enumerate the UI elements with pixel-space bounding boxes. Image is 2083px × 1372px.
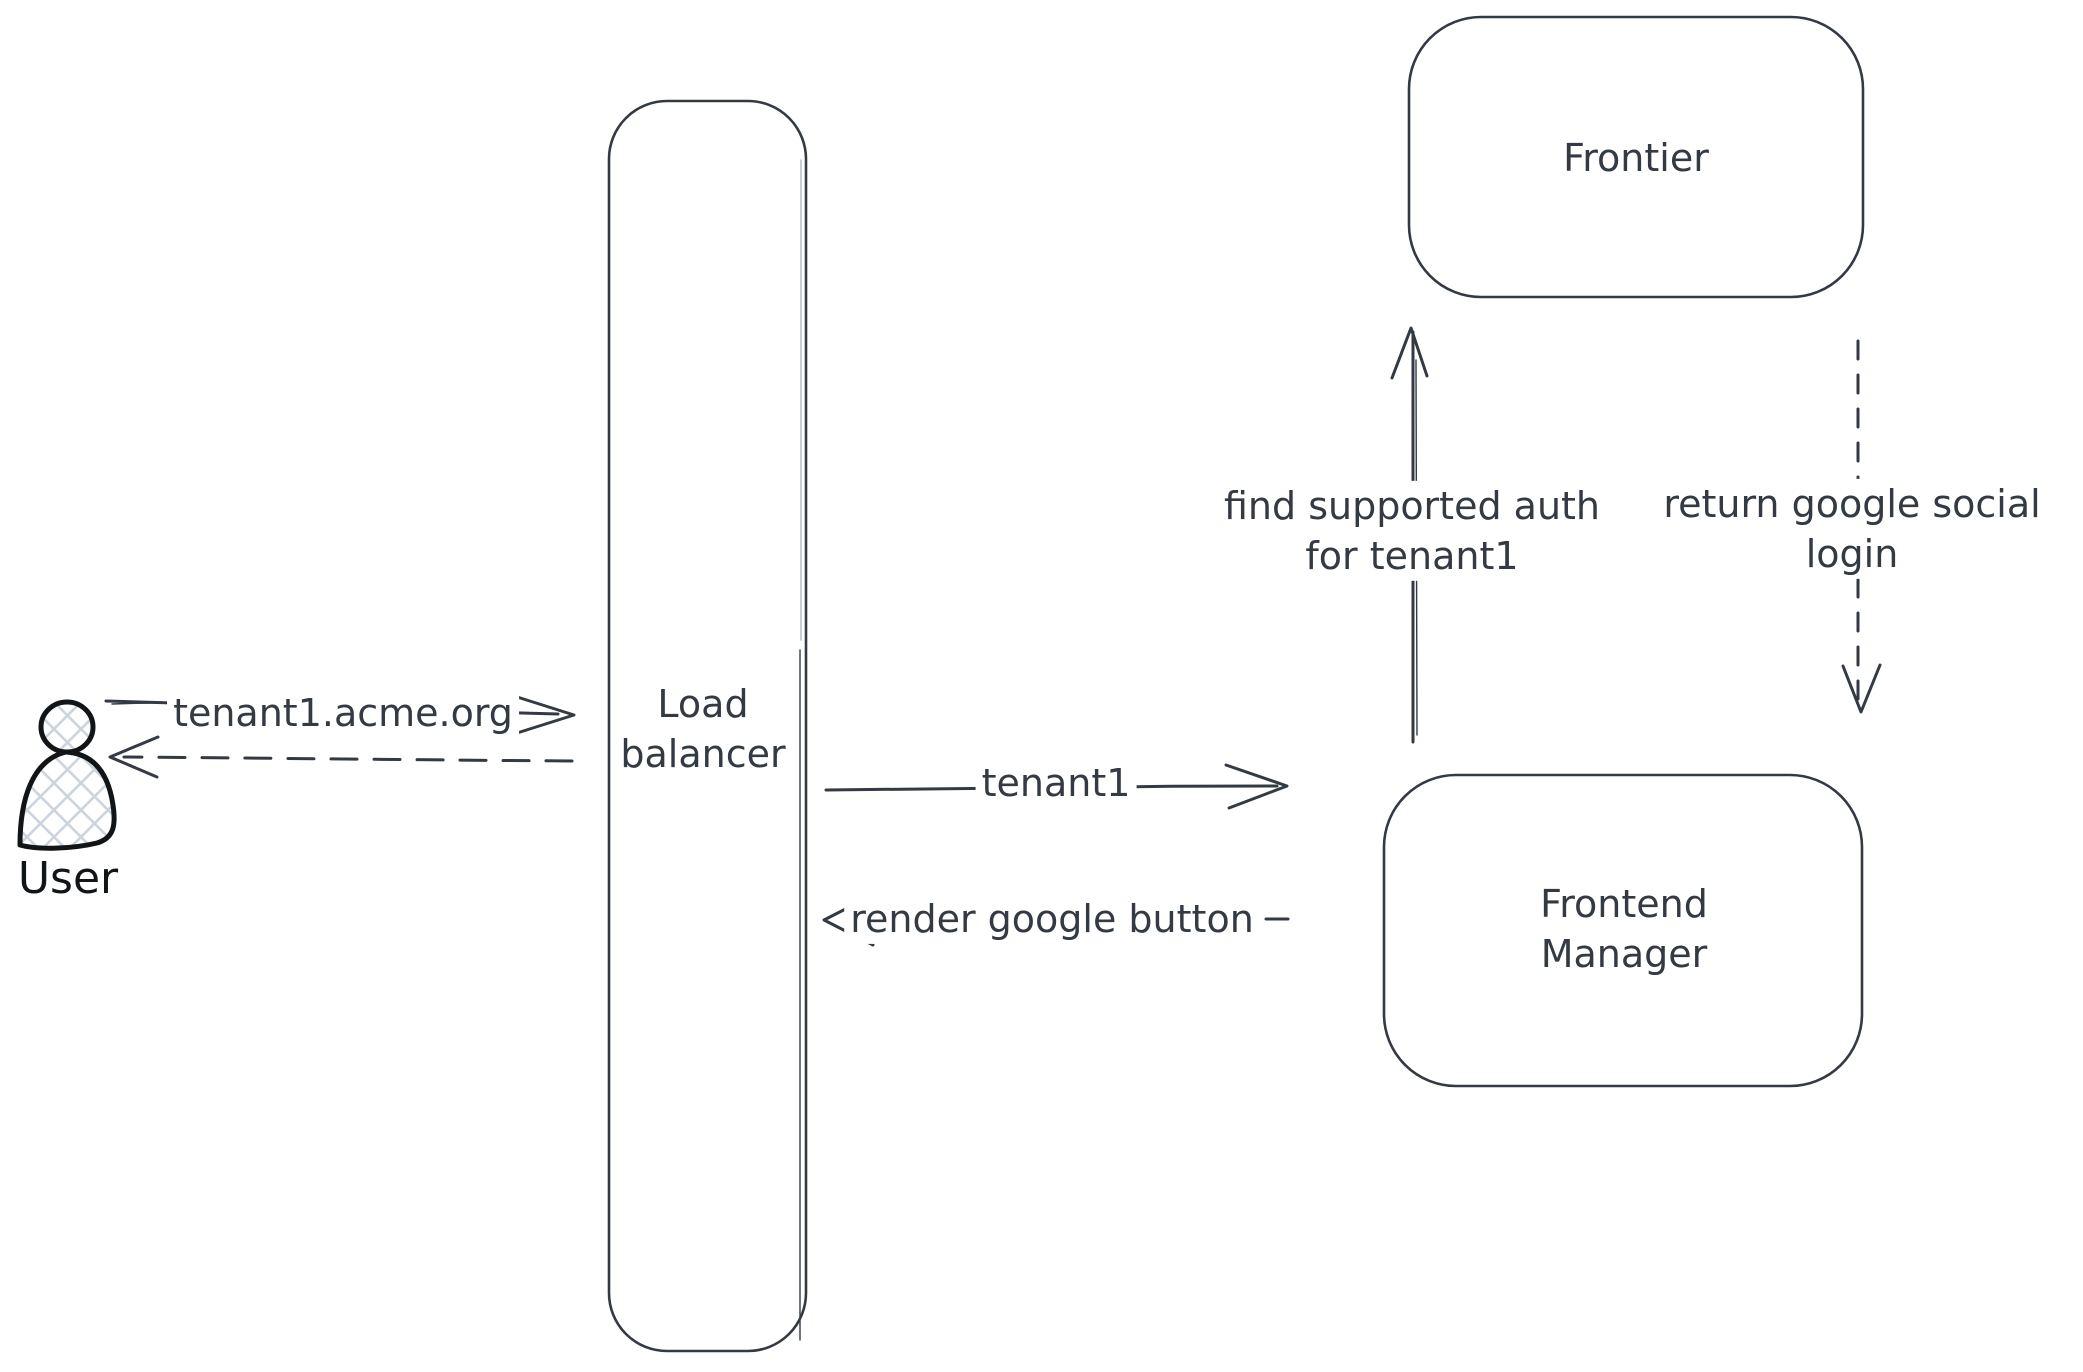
load-balancer-label-line1: Load <box>657 681 749 726</box>
edge-label-find-supported-auth-line1: find supported auth <box>1223 483 1601 528</box>
load-balancer-label: Load balancer <box>620 679 785 779</box>
edge-label-tenant1-acme-org: tenant1.acme.org <box>167 687 519 739</box>
edge-label-render-google-button: render google button <box>844 893 1260 945</box>
user-label: User <box>17 852 119 904</box>
frontier-box <box>1407 15 1865 299</box>
edge-label-return-google-social-line2: login <box>1805 532 1899 576</box>
arrow-lb-to-user <box>108 735 574 779</box>
load-balancer-label-line2: balancer <box>620 732 786 776</box>
frontier-label: Frontier <box>1563 135 1709 180</box>
frontend-manager-box <box>1382 773 1864 1088</box>
edge-label-find-supported-auth: find supported auth for tenant1 <box>1217 480 1607 582</box>
user-icon <box>17 699 117 851</box>
edge-label-return-google-social: return google social login <box>1657 478 2047 580</box>
edge-label-return-google-social-line1: return google social <box>1663 481 2041 526</box>
frontend-manager-label: Frontend Manager <box>1540 879 1708 979</box>
edge-label-find-supported-auth-line2: for tenant1 <box>1305 534 1519 578</box>
user-head <box>38 699 96 755</box>
frontend-manager-label-line1: Frontend <box>1540 881 1708 926</box>
user-body <box>17 749 117 851</box>
load-balancer-box <box>607 99 808 1353</box>
edge-label-tenant1: tenant1 <box>975 757 1137 809</box>
frontend-manager-label-line2: Manager <box>1540 932 1708 976</box>
